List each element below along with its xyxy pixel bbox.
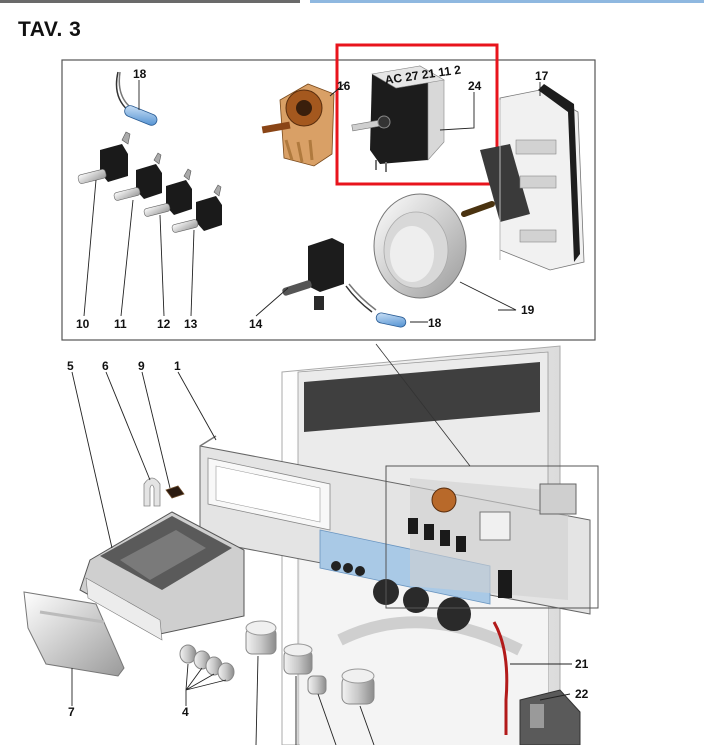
callout-7: 7 xyxy=(68,705,75,719)
part-13-switch xyxy=(171,184,222,233)
callout-14: 14 xyxy=(249,317,263,331)
part-18-signal-lamp xyxy=(115,71,158,126)
callout-1: 1 xyxy=(174,359,181,373)
callout-18-top: 18 xyxy=(133,67,147,81)
program-knob-large xyxy=(245,620,277,655)
part-6-siphon-cap xyxy=(143,477,161,507)
callout-16: 16 xyxy=(337,79,351,93)
callout-10: 10 xyxy=(76,317,90,331)
spin-knob xyxy=(341,668,375,705)
part-10-switch xyxy=(77,131,131,184)
callout-6: 6 xyxy=(102,359,109,373)
top-edge-strip xyxy=(0,0,704,3)
callout-11: 11 xyxy=(114,317,127,331)
page-title: TAV. 3 xyxy=(18,18,82,41)
part-9-clip xyxy=(165,485,185,499)
callout-13: 13 xyxy=(184,317,198,331)
callout-19: 19 xyxy=(521,303,535,317)
part-4-push-buttons xyxy=(179,644,235,682)
callout-4: 4 xyxy=(182,705,189,719)
callout-17: 17 xyxy=(535,69,549,83)
inset-leader-lines xyxy=(83,80,541,323)
part-11-switch xyxy=(113,152,162,201)
part-14-door-lock xyxy=(282,238,344,310)
part-7-drawer-handle xyxy=(23,591,125,677)
inset-connector-line xyxy=(375,343,471,467)
part-24-electronic-module: AC 27 21 11 2 xyxy=(351,62,462,172)
lower-leader-lines xyxy=(71,371,572,745)
highlight-box-part-24 xyxy=(335,43,499,186)
part-12-switch xyxy=(143,168,192,217)
callout-22: 22 xyxy=(575,687,589,701)
temperature-knob xyxy=(283,643,313,675)
callout-12: 12 xyxy=(157,317,171,331)
callout-5: 5 xyxy=(67,359,74,373)
part-22-connector xyxy=(519,689,581,745)
detail-inset-frame xyxy=(61,59,596,341)
small-knob xyxy=(307,675,327,695)
part-16-temperature-selector xyxy=(261,83,335,167)
callout-9: 9 xyxy=(138,359,145,373)
part-19-knob-ring xyxy=(373,193,467,299)
part-17-programmer-timer xyxy=(461,84,585,271)
callout-21: 21 xyxy=(575,657,589,671)
callout-18-bottom: 18 xyxy=(428,316,442,330)
panel-detail-frame xyxy=(385,465,599,609)
panel-internal-components xyxy=(408,478,577,600)
part-5-detergent-drawer xyxy=(79,511,245,641)
callout-24: 24 xyxy=(468,79,482,93)
part-18-signal-lamp-lower xyxy=(345,283,407,328)
part-21-wire xyxy=(492,621,509,735)
